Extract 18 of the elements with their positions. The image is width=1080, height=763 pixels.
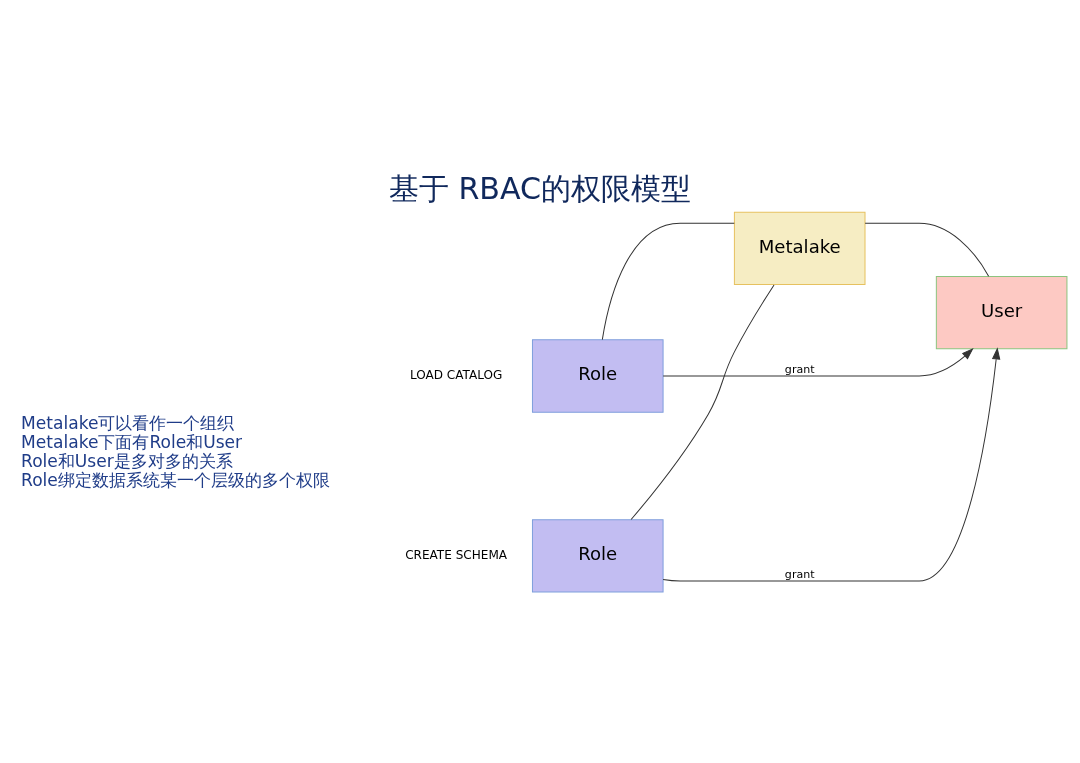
edge-label: grant <box>784 567 815 581</box>
label: Role和User是多对多的关系 <box>21 451 233 471</box>
connector <box>601 222 735 341</box>
arrow <box>662 348 973 377</box>
label: Metalake可以看作一个组织 <box>21 412 235 433</box>
arrow <box>662 348 1001 582</box>
connector <box>864 222 990 277</box>
diagram-title: 基于 RBAC的权限模型 <box>388 171 692 207</box>
node-box: User <box>935 276 1068 350</box>
node-label: CREATE SCHEMA <box>405 547 508 562</box>
node-box: Metalake <box>733 211 866 286</box>
node-box: Role <box>531 339 664 413</box>
connector <box>630 284 775 521</box>
edge-label: grant <box>784 362 815 376</box>
node-label: LOAD CATALOG <box>409 368 503 383</box>
label: Metalake下面有Role和User <box>21 431 243 452</box>
node-box: Role <box>531 519 664 593</box>
label: Role绑定数据系统某一个层级的多个权限 <box>21 470 330 491</box>
